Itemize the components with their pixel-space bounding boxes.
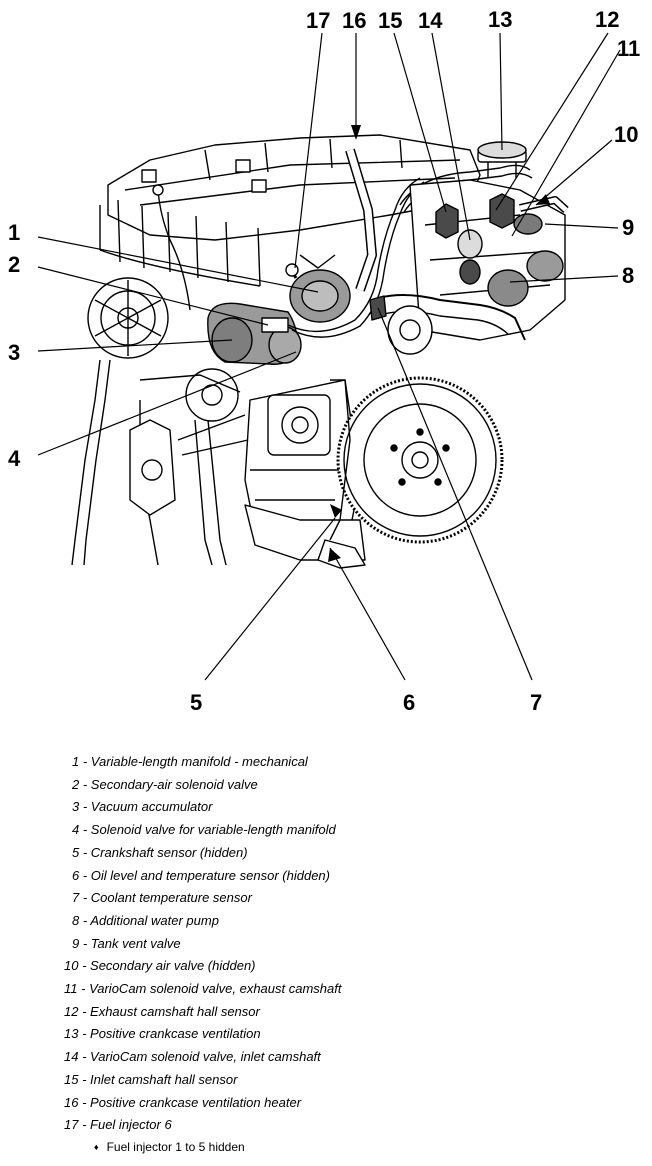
legend-item-15: 15 - Inlet camshaft hall sensor [64, 1072, 237, 1087]
callout-5: 5 [190, 690, 202, 715]
legend-separator: - [79, 799, 91, 815]
legend-text: Solenoid valve for variable-length manif… [90, 822, 336, 838]
legend-item-13: 13 - Positive crankcase ventilation [64, 1026, 261, 1041]
legend-text: Coolant temperature sensor [90, 890, 252, 906]
legend-text: Additional water pump [90, 912, 219, 928]
legend-text: Exhaust camshaft hall sensor [90, 1003, 260, 1019]
callout-labels: 1 2 3 4 5 6 7 8 9 10 11 12 13 14 15 16 1… [8, 7, 640, 715]
legend-number: 8 [72, 912, 80, 928]
legend-item-7: 7 - Coolant temperature sensor [72, 890, 252, 905]
legend-separator: - [79, 822, 91, 838]
callout-12: 12 [595, 7, 619, 32]
callout-7: 7 [530, 690, 542, 715]
callout-8: 8 [622, 263, 634, 288]
legend-separator: - [79, 912, 91, 928]
legend-number: 17 [64, 1117, 79, 1133]
legend-item-2: 2 - Secondary-air solenoid valve [72, 777, 258, 792]
legend-separator: - [79, 935, 91, 951]
legend-number: 9 [72, 935, 80, 951]
legend-text: Secondary-air solenoid valve [90, 776, 258, 792]
legend-number: 5 [72, 844, 80, 860]
legend-text: Vacuum accumulator [90, 799, 213, 815]
callout-6: 6 [403, 690, 415, 715]
callout-16: 16 [342, 8, 366, 33]
legend-item-5: 5 - Crankshaft sensor (hidden) [72, 845, 248, 860]
callout-11: 11 [617, 36, 640, 61]
legend-item-14: 14 - VarioCam solenoid valve, inlet cams… [64, 1049, 321, 1064]
legend-separator: - [78, 958, 91, 974]
legend-separator: - [78, 1049, 91, 1065]
legend-separator: - [78, 1026, 91, 1042]
note-text: Fuel injector 1 to 5 hidden [106, 1139, 245, 1154]
legend-separator: - [78, 1117, 91, 1133]
callout-1: 1 [8, 220, 20, 245]
callout-14: 14 [418, 8, 443, 33]
legend-item-12: 12 - Exhaust camshaft hall sensor [64, 1004, 260, 1019]
legend-separator: - [77, 981, 90, 996]
callout-15: 15 [378, 8, 402, 33]
legend-number: 4 [72, 822, 80, 838]
callout-3: 3 [8, 340, 20, 365]
legend-number: 7 [72, 890, 80, 906]
legend-text: Positive crankcase ventilation [90, 1026, 261, 1042]
bullet-icon: ♦ [94, 1141, 99, 1152]
legend-item-16: 16 - Positive crankcase ventilation heat… [64, 1095, 301, 1110]
legend-separator: - [79, 844, 91, 860]
legend-item-3: 3 - Vacuum accumulator [72, 799, 212, 814]
legend-item-10: 10 - Secondary air valve (hidden) [64, 958, 256, 973]
legend-separator: - [78, 1003, 91, 1019]
legend-item-11: 11 - VarioCam solenoid valve, exhaust ca… [64, 981, 341, 996]
legend-text: Tank vent valve [90, 935, 181, 951]
engine-illustration [71, 134, 569, 569]
legend-separator: - [78, 1071, 91, 1087]
legend-number: 3 [72, 799, 80, 815]
legend-separator: - [79, 867, 91, 883]
arrowheads [328, 125, 550, 562]
legend-text: Oil level and temperature sensor (hidden… [90, 867, 330, 883]
legend-number: 16 [64, 1094, 79, 1110]
legend-text: VarioCam solenoid valve, exhaust camshaf… [89, 981, 342, 996]
legend-text: Crankshaft sensor (hidden) [90, 844, 248, 860]
legend-note: ♦ Fuel injector 1 to 5 hidden [94, 1140, 245, 1154]
legend-item-8: 8 - Additional water pump [72, 913, 219, 928]
legend-number: 1 [72, 754, 80, 769]
legend-number: 14 [64, 1049, 79, 1065]
legend-number: 6 [72, 867, 80, 883]
legend-text: Inlet camshaft hall sensor [90, 1071, 238, 1087]
legend-number: 2 [72, 776, 80, 792]
callout-2: 2 [8, 252, 20, 277]
legend-item-4: 4 - Solenoid valve for variable-length m… [72, 822, 336, 837]
callout-9: 9 [622, 215, 634, 240]
legend-number: 12 [64, 1003, 79, 1019]
legend-item-6: 6 - Oil level and temperature sensor (hi… [72, 868, 330, 883]
legend-separator: - [79, 776, 91, 792]
legend-number: 13 [64, 1026, 79, 1042]
callout-17: 17 [306, 8, 330, 33]
legend-number: 15 [64, 1071, 79, 1087]
legend-number: 11 [64, 981, 78, 996]
legend-text: VarioCam solenoid valve, inlet camshaft [90, 1049, 321, 1065]
legend-text: Fuel injector 6 [90, 1117, 172, 1133]
legend-text: Secondary air valve (hidden) [90, 958, 256, 974]
engine-diagram: 1 2 3 4 5 6 7 8 9 10 11 12 13 14 15 16 1… [8, 7, 640, 715]
leader-lines [37, 32, 621, 681]
legend-item-9: 9 - Tank vent valve [72, 936, 181, 951]
legend-item-17: 17 - Fuel injector 6 [64, 1117, 172, 1132]
legend-item-1: 1 - Variable-length manifold - mechanica… [72, 754, 308, 769]
legend-separator: - [79, 890, 91, 906]
legend-text: Variable-length manifold - mechanical [90, 754, 308, 769]
legend-separator: - [79, 754, 91, 769]
callout-13: 13 [488, 7, 512, 32]
callout-10: 10 [614, 122, 638, 147]
callout-4: 4 [8, 446, 21, 471]
legend-separator: - [78, 1094, 91, 1110]
legend-text: Positive crankcase ventilation heater [90, 1094, 302, 1110]
legend-number: 10 [64, 958, 79, 974]
